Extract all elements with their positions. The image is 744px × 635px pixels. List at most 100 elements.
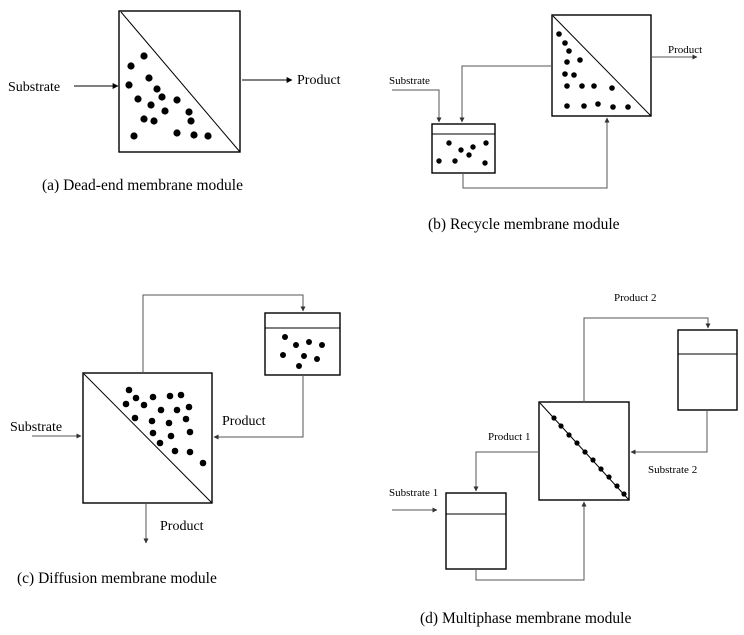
reservoir-tank-right (677, 329, 738, 411)
substrate2-flow-arrow (630, 410, 708, 455)
feed-flow-arrow (475, 501, 587, 581)
particle-dot (606, 474, 612, 480)
enzyme-particles (556, 31, 631, 110)
particle-dot (173, 406, 181, 414)
particle-dot (148, 417, 156, 425)
substrate-inlet-arrow (392, 89, 442, 123)
particle-dot (571, 72, 577, 78)
particle-dot (296, 363, 302, 369)
particle-dot (314, 356, 320, 362)
particle-dot (149, 429, 157, 437)
membrane-particles (551, 415, 627, 497)
particle-dot (149, 393, 157, 401)
particle-dot (562, 71, 568, 77)
particle-dot (199, 459, 207, 467)
substrate1-label: Substrate 1 (389, 487, 438, 499)
particle-dot (282, 334, 288, 340)
particle-dot (127, 62, 135, 70)
enzyme-particles (125, 52, 212, 140)
particle-dot (581, 103, 587, 109)
particle-dot (466, 152, 472, 158)
membrane-line (83, 373, 213, 504)
particle-dot (140, 115, 148, 123)
tank-particles (280, 334, 325, 369)
membrane-module-box (82, 372, 213, 504)
particle-dot (140, 52, 148, 60)
particle-dot (564, 103, 570, 109)
particle-dot (301, 353, 307, 359)
particle-dot (171, 447, 179, 455)
particle-dot (173, 96, 181, 104)
particle-dot (564, 83, 570, 89)
product-label-bottom: Product (160, 519, 204, 534)
particle-dot (306, 339, 312, 345)
substrate2-label: Substrate 2 (648, 464, 697, 476)
particle-dot (558, 423, 564, 429)
product-label-right: Product (222, 414, 266, 429)
particle-dot (566, 432, 572, 438)
particle-dot (590, 457, 596, 463)
particle-dot (610, 104, 616, 110)
particle-dot (153, 85, 161, 93)
particle-dot (150, 117, 158, 125)
tank-particles (436, 140, 489, 166)
particle-dot (319, 342, 325, 348)
enzyme-particles (122, 386, 207, 467)
particle-dot (190, 131, 198, 139)
particle-dot (564, 59, 570, 65)
particle-dot (556, 31, 562, 37)
particle-dot (598, 466, 604, 472)
reservoir-tank (431, 123, 496, 174)
particle-dot (452, 158, 458, 164)
particle-dot (614, 483, 620, 489)
reservoir-tank-left (445, 492, 507, 570)
particle-dot (470, 144, 476, 150)
panel-caption: (d) Multiphase membrane module (420, 610, 631, 627)
particle-dot (157, 406, 165, 414)
particle-dot (187, 117, 195, 125)
particle-dot (177, 391, 185, 399)
particle-dot (165, 419, 173, 427)
recycle-flow-arrow (459, 65, 552, 123)
substrate-label: Substrate (8, 80, 60, 95)
particle-dot (122, 400, 130, 408)
product-label: Product (297, 73, 341, 88)
substrate-label: Substrate (389, 75, 430, 87)
recycle-flow-arrow (142, 294, 306, 373)
particle-dot (132, 394, 140, 402)
particle-dot (579, 83, 585, 89)
particle-dot (609, 85, 615, 91)
particle-dot (482, 160, 488, 166)
particle-dot (204, 132, 212, 140)
membrane-module-box (118, 10, 241, 153)
panel-b-recycle: Substrate Product (b) Recycle membrane m… (389, 14, 702, 233)
particle-dot (551, 415, 557, 421)
particle-dot (621, 491, 627, 497)
particle-dot (577, 57, 583, 63)
product2-flow-arrow (583, 317, 711, 402)
particle-dot (156, 439, 164, 447)
panel-caption: (b) Recycle membrane module (428, 216, 620, 233)
particle-dot (446, 140, 452, 146)
panel-a-dead-end: Substrate Product (a) Dead-end membrane … (8, 10, 341, 194)
particle-dot (145, 74, 153, 82)
particle-dot (293, 342, 299, 348)
membrane-line (120, 11, 241, 153)
particle-dot (566, 48, 572, 54)
particle-dot (130, 132, 138, 140)
product1-label: Product 1 (488, 431, 530, 443)
particle-dot (131, 414, 139, 422)
particle-dot (280, 352, 286, 358)
particle-dot (574, 440, 580, 446)
particle-dot (182, 415, 190, 423)
particle-dot (167, 432, 175, 440)
feed-flow-arrow (462, 117, 610, 189)
particle-dot (625, 104, 631, 110)
particle-dot (161, 107, 169, 115)
particle-dot (186, 448, 194, 456)
particle-dot (166, 392, 174, 400)
particle-dot (186, 428, 194, 436)
reservoir-tank (264, 312, 341, 376)
substrate-label: Substrate (10, 420, 62, 435)
